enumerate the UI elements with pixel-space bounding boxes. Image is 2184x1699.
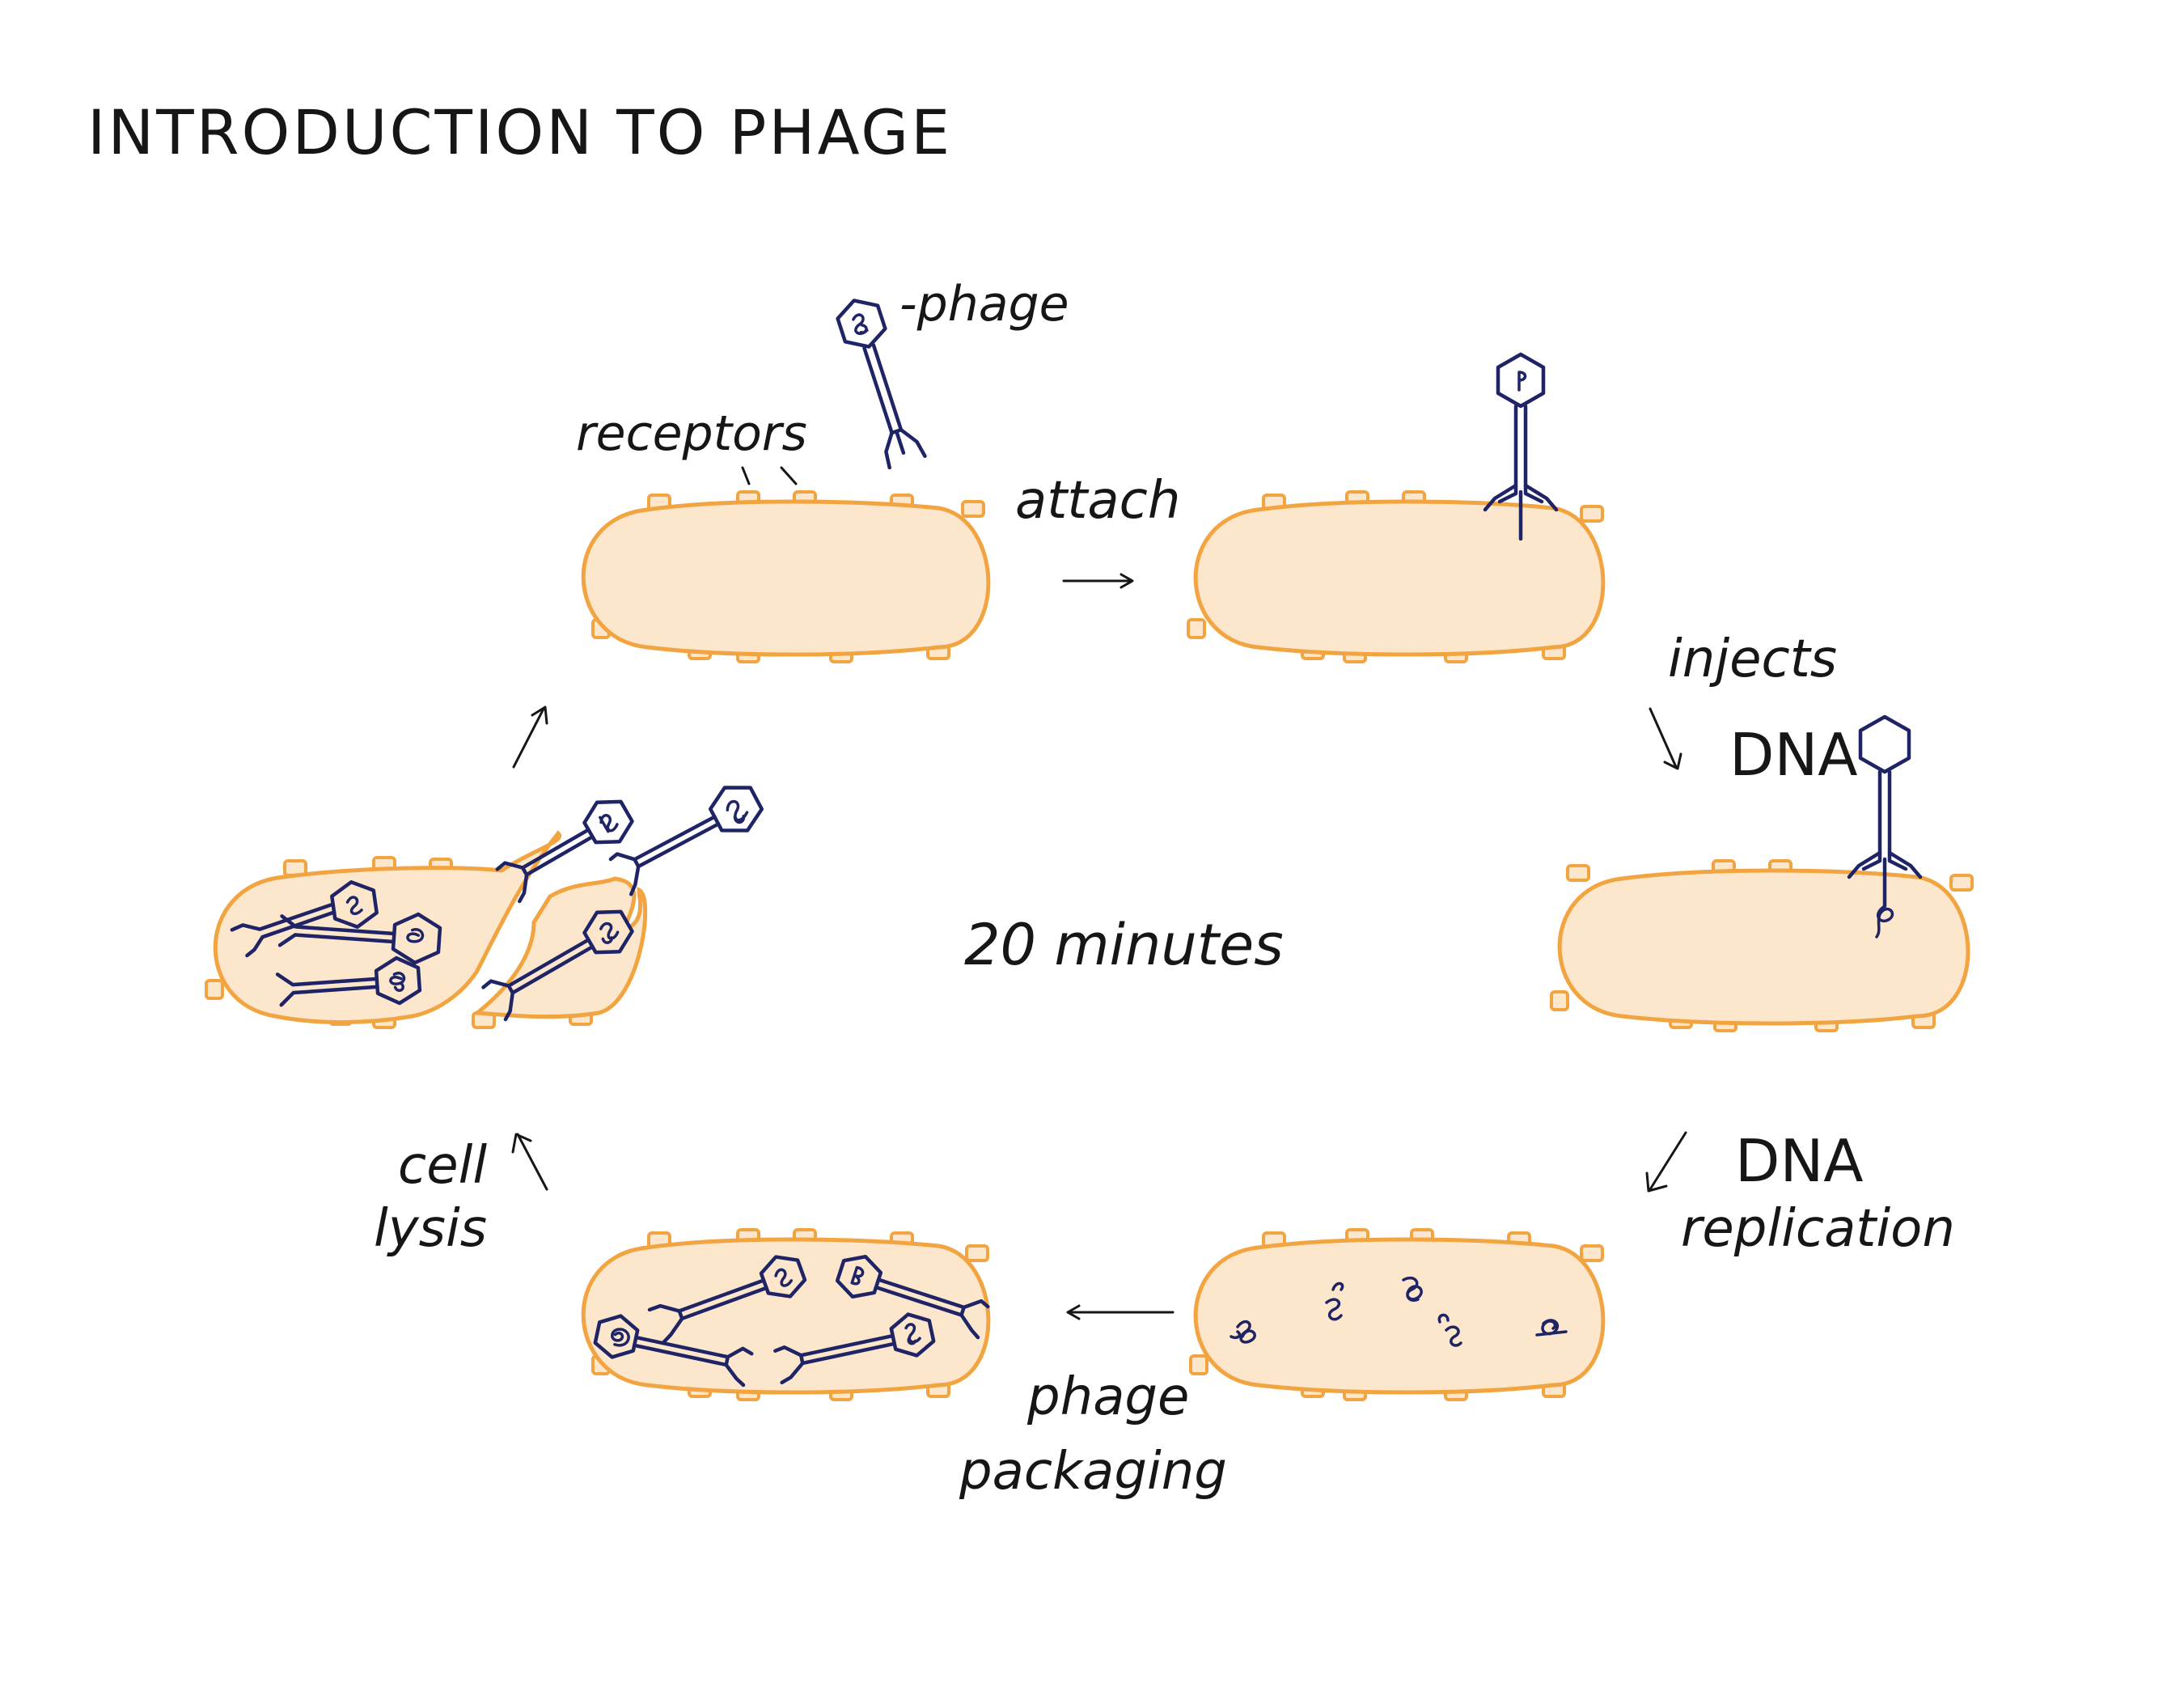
releasing-phages: [230, 786, 764, 1022]
attached-phage: [1483, 352, 1559, 541]
packaging-label: packaging: [959, 1442, 1227, 1502]
empty-phage: [1847, 714, 1923, 938]
cell-4-replication: [1189, 1228, 1606, 1401]
packaged-phages: [593, 1255, 990, 1388]
attach-label: attach: [1015, 471, 1180, 531]
phage-word-label: phage: [1026, 1367, 1189, 1427]
injects-label: injects: [1668, 629, 1837, 689]
dna-copies: [1230, 1276, 1568, 1347]
lysis-label: lysis: [374, 1199, 487, 1259]
arrow-restart: [512, 705, 548, 769]
cell-2-attached: [1187, 352, 1606, 663]
cell-4-body: [1193, 1237, 1606, 1395]
cell-3-injected: [1550, 714, 1974, 1032]
receptor-pointer-2: [780, 466, 798, 485]
replication-label: replication: [1681, 1199, 1955, 1259]
receptor-pointer-1: [741, 466, 751, 485]
cell-6-lysis: [205, 786, 764, 1029]
arrow-replication: [1645, 1131, 1687, 1193]
arrow-lysis: [511, 1133, 548, 1191]
free-phage: [836, 299, 927, 470]
cell-5-body: [581, 1237, 991, 1395]
cell-5-packaging: [581, 1228, 991, 1401]
arrow-attach: [1062, 573, 1134, 589]
cell-3-body: [1557, 868, 1970, 1026]
cell-1-intact: [581, 490, 991, 663]
injects-dna-label: DNA: [1729, 721, 1858, 789]
cell-label: cell: [398, 1136, 487, 1196]
cell-6-body-left: [213, 830, 562, 1025]
arrow-inject: [1649, 707, 1682, 770]
center-time-label: 20 minutes: [964, 912, 1284, 978]
arrow-packaging: [1066, 1304, 1175, 1320]
cell-2-body: [1193, 499, 1606, 657]
dna-label: DNA: [1735, 1127, 1864, 1195]
receptors-label: receptors: [576, 405, 807, 462]
cell-1-body: [581, 499, 991, 657]
diagram-title: INTRODUCTION TO PHAGE: [87, 96, 952, 168]
phage-label: -phage: [899, 276, 1069, 333]
